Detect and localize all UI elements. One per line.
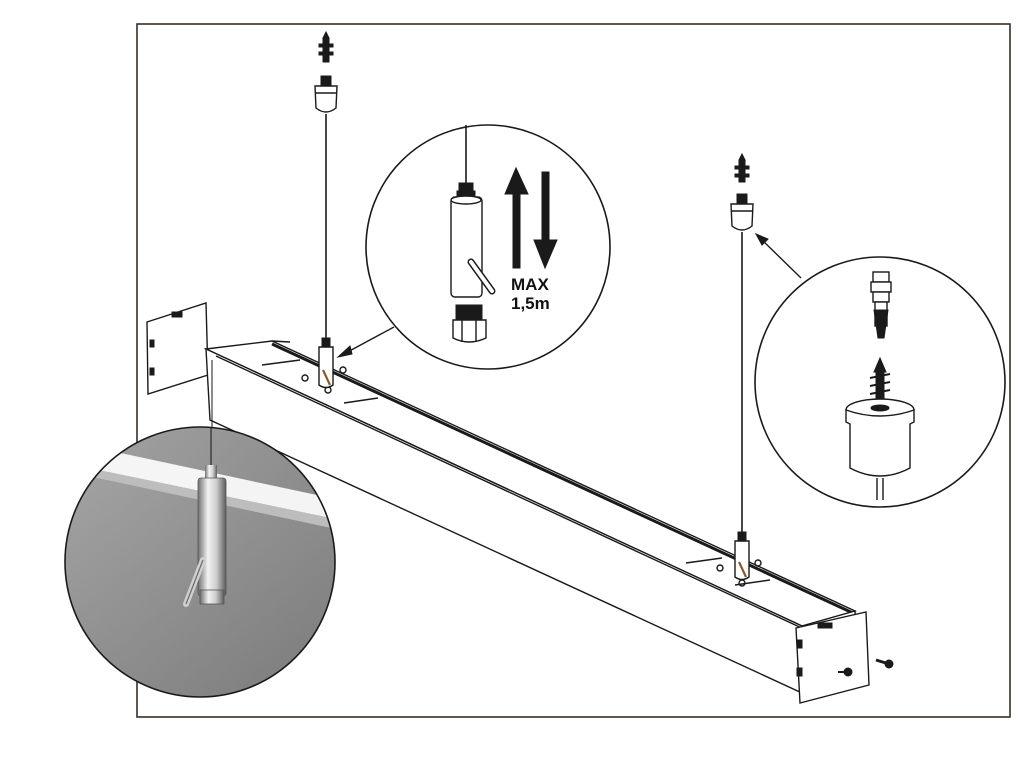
canopy <box>845 398 915 500</box>
end-cap-plate-right <box>795 611 870 704</box>
wall-plug <box>870 271 892 339</box>
pointer-arrow-left <box>336 326 395 358</box>
screw-right <box>875 658 894 669</box>
suspension-left <box>314 30 338 389</box>
pointer-arrow-right <box>754 232 802 279</box>
anchor-screw <box>869 356 891 403</box>
max-length-label: MAX <box>511 275 549 294</box>
max-length-value: 1,5m <box>511 294 550 313</box>
detail-ceiling-anchor <box>754 256 1006 508</box>
suspension-right <box>730 152 754 581</box>
detail-photo-gripper <box>64 426 336 698</box>
detail-height-adjustment: MAX 1,5m <box>365 124 611 370</box>
